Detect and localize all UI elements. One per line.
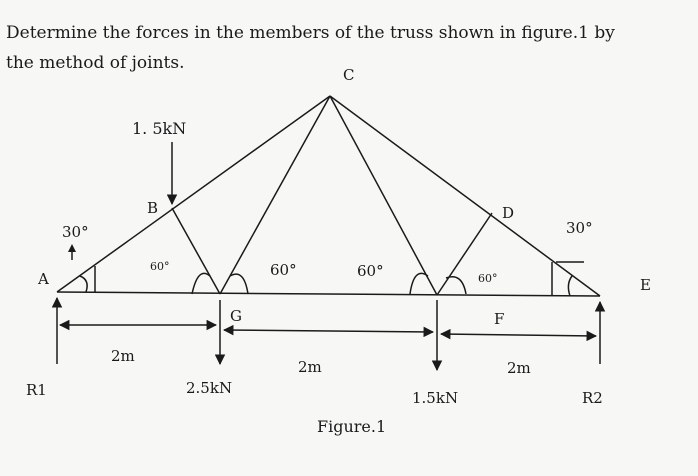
member-df <box>436 212 493 296</box>
member-cf <box>329 95 438 296</box>
dimension-span-2 <box>222 324 435 338</box>
dimension-label-2: 2m <box>298 358 322 376</box>
angle-arc-f-right <box>445 276 467 295</box>
angle-label-d: 60° <box>478 272 498 285</box>
reaction-label-right: R2 <box>582 389 603 407</box>
member-bg <box>171 207 221 295</box>
angle-label-g-right: 60° <box>270 261 297 279</box>
member-ce <box>329 95 601 297</box>
node-label-c: C <box>343 66 354 84</box>
node-label-d: D <box>502 204 514 222</box>
load-label-b: 1. 5kN <box>132 119 186 138</box>
node-label-e: E <box>640 276 651 294</box>
member-cg <box>219 95 331 295</box>
node-label-g: G <box>230 307 242 325</box>
member-ae <box>56 291 601 297</box>
angle-label-b: 60° <box>150 260 170 273</box>
dimension-label-1: 2m <box>111 347 135 365</box>
figure-caption: Figure.1 <box>317 417 386 436</box>
angle-label-e: 30° <box>566 219 593 237</box>
dimension-span-3 <box>439 328 598 342</box>
problem-line-1: Determine the forces in the members of t… <box>6 23 615 43</box>
member-ac <box>56 95 331 293</box>
angle-arc-a <box>79 275 88 293</box>
node-label-a: A <box>37 270 49 288</box>
angle-arc-e <box>567 275 573 297</box>
load-label-g: 2.5kN <box>186 379 232 397</box>
problem-statement: Determine the forces in the members of t… <box>6 18 696 78</box>
support-hook-a-head <box>68 244 76 252</box>
dimension-label-3: 2m <box>507 359 531 377</box>
angle-arc-f-left <box>409 272 429 295</box>
angle-label-a: 30° <box>62 223 89 241</box>
problem-line-2: the method of joints. <box>6 53 185 73</box>
node-label-f: F <box>494 310 504 328</box>
angle-arc-g-right <box>229 273 249 295</box>
load-label-f: 1.5kN <box>412 389 458 407</box>
node-label-b: B <box>147 199 158 217</box>
angle-arc-g-left <box>191 272 211 295</box>
reaction-label-left: R1 <box>26 381 47 399</box>
angle-label-f-left: 60° <box>357 262 384 280</box>
